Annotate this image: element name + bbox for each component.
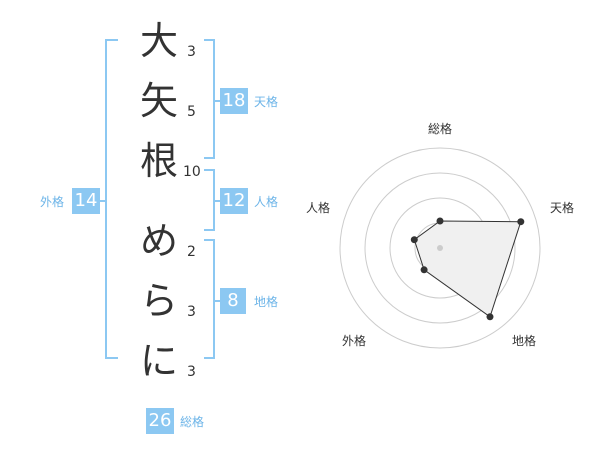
jinkaku-badge: 12 — [220, 188, 248, 214]
name-char-5: ら — [139, 279, 178, 323]
soukaku-label: 総格 — [180, 415, 205, 429]
name-char-3: 根 — [139, 139, 178, 183]
tenkaku-bracket — [204, 39, 215, 159]
radar-label-jinkaku: 人格 — [306, 200, 330, 215]
name-char-4: め — [139, 219, 178, 263]
gaikaku-label: 外格 — [40, 195, 65, 209]
chikaku-bracket — [204, 239, 215, 359]
stroke-count-1: 3 — [187, 44, 196, 60]
radar-point-3 — [486, 313, 494, 321]
radar-label-chikaku: 地格 — [512, 333, 536, 348]
gaikaku-badge: 14 — [72, 188, 100, 214]
name-char-2: 矢 — [139, 79, 178, 123]
jinkaku-bracket — [204, 169, 215, 231]
soukaku-badge: 26 — [146, 408, 174, 434]
chikaku-badge: 8 — [220, 288, 246, 314]
radar-polygon — [413, 220, 522, 318]
stroke-count-6: 3 — [187, 364, 196, 380]
name-char-1: 大 — [139, 19, 178, 63]
stroke-count-2: 5 — [187, 104, 196, 120]
radar-point-1 — [436, 217, 444, 225]
radar-point-2 — [517, 218, 525, 226]
gaikaku-bracket — [105, 39, 118, 359]
radar-label-gaikaku: 外格 — [342, 333, 366, 348]
radar-points — [410, 217, 525, 321]
radar-point-4 — [420, 266, 428, 274]
stroke-count-3: 10 — [183, 164, 201, 180]
name-char-6: に — [139, 339, 178, 383]
radar-label-soukaku: 総格 — [428, 121, 452, 136]
stroke-count-4: 2 — [187, 244, 196, 260]
chikaku-label: 地格 — [254, 295, 279, 309]
radar-label-tenkaku: 天格 — [550, 200, 574, 215]
jinkaku-label: 人格 — [254, 195, 279, 209]
tenkaku-badge: 18 — [220, 88, 248, 114]
radar-center — [437, 245, 443, 251]
stroke-count-5: 3 — [187, 304, 196, 320]
radar-point-5 — [410, 236, 418, 244]
tenkaku-label: 天格 — [254, 95, 279, 109]
